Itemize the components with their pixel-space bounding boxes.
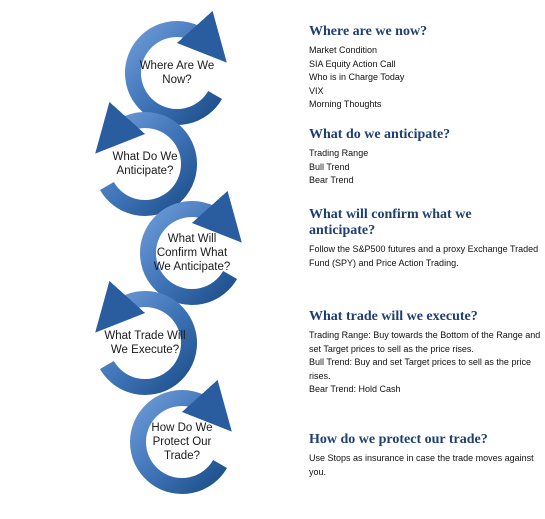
section-title: What trade will we execute? — [309, 309, 478, 324]
section-where-are-we-now: Where are we now? Market Condition SIA E… — [309, 24, 541, 112]
section-title: What will confirm what we anticipate? — [309, 207, 472, 238]
step-label-line: What Do We — [112, 151, 178, 163]
section-item: Who is in Charge Today — [309, 72, 405, 82]
step-label-line: Trade? — [163, 450, 200, 462]
section-what-trade-will-we-execute: What trade will we execute? Trading Rang… — [309, 309, 541, 397]
section-item: Bear Trend: Hold Cash — [309, 384, 401, 394]
section-what-do-we-anticipate: What do we anticipate? Trading Range Bul… — [309, 127, 541, 188]
section-item: SIA Equity Action Call — [309, 58, 396, 69]
step-label-line: What Trade Will — [104, 330, 186, 342]
step-label-line: What Will — [167, 233, 217, 245]
step-label-line: Protect Our — [152, 436, 212, 448]
step-ring-arrow — [140, 190, 242, 305]
section-what-will-confirm: What will confirm what we anticipate? Fo… — [309, 207, 541, 270]
section-item: Follow the S&P500 futures and a proxy Ex… — [309, 244, 539, 268]
section-item: Bull Trend — [309, 161, 350, 172]
step-label: What Trade Will We Execute? — [90, 329, 200, 357]
section-item: Market Condition — [309, 45, 378, 55]
step-label-line: How Do We — [151, 422, 213, 434]
section-item: Bear Trend — [309, 175, 354, 185]
section-item: Use Stops as insurance in case the trade… — [309, 453, 534, 477]
step-label-line: Where Are We — [139, 60, 215, 72]
step-ring-arrow — [95, 101, 197, 216]
flow-diagram — [95, 10, 242, 494]
section-item: VIX — [309, 85, 324, 96]
section-item: Morning Thoughts — [309, 99, 382, 109]
step-label-line: Now? — [162, 74, 192, 86]
step-label: What Do We Anticipate? — [90, 150, 200, 178]
step-label-line: Anticipate? — [116, 165, 174, 177]
section-title: How do we protect our trade? — [309, 432, 488, 447]
step-label: Where Are We Now? — [122, 59, 232, 87]
section-item: Bull Trend: Buy and set Target prices to… — [309, 357, 531, 381]
step-label-line: Confirm What — [156, 247, 228, 259]
section-item: Trading Range — [309, 148, 369, 158]
step-label-line: We Anticipate? — [153, 261, 231, 273]
section-item: Trading Range: Buy towards the Bottom of… — [309, 330, 541, 354]
section-how-do-we-protect: How do we protect our trade? Use Stops a… — [309, 432, 541, 479]
section-title: Where are we now? — [309, 24, 428, 39]
step-ring-arrow — [130, 379, 232, 494]
step-ring-arrow — [95, 280, 197, 395]
step-ring-arrow — [125, 10, 227, 125]
step-label-line: We Execute? — [110, 344, 180, 356]
section-title: What do we anticipate? — [309, 127, 451, 142]
